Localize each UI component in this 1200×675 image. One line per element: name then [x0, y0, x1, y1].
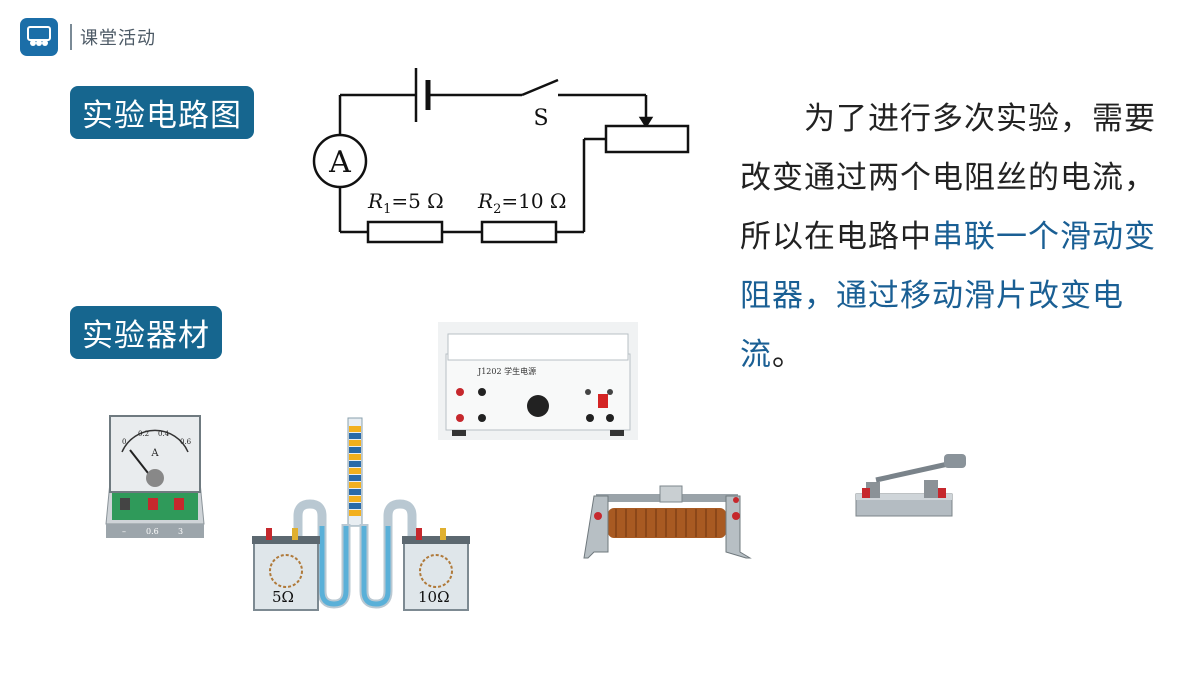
ammeter-device: A 0 0.2 0.4 0.6 – 0.6 3 — [105, 415, 205, 538]
ammeter-symbol: A — [328, 145, 351, 180]
container-left-label: 5Ω — [272, 588, 294, 606]
classroom-people-icon — [20, 18, 58, 56]
ammeter-letter: A — [150, 448, 159, 459]
section-title: 课堂活动 — [80, 28, 156, 49]
scale-tick: 0.2 — [138, 430, 149, 438]
switch-label: S — [533, 106, 548, 131]
student-power-supply: J1202 学生电源 — [438, 322, 638, 440]
tag-circuit-diagram: 实验电路图 — [70, 86, 254, 139]
r2-label: R2=10 Ω — [477, 189, 567, 217]
header: 课堂活动 — [20, 18, 156, 56]
para-part2: 。 — [772, 337, 804, 373]
power-supply-model: J1202 学生电源 — [477, 366, 536, 376]
scale-tick: 0.6 — [180, 438, 192, 446]
resistance-heat-apparatus: 5Ω 10Ω — [252, 417, 470, 611]
para-highlight: 串联一个滑动变阻器，通过移动滑片改变电流 — [740, 219, 1156, 373]
terminal-label: 3 — [178, 527, 183, 536]
container-right-label: 10Ω — [418, 588, 450, 606]
header-divider — [70, 24, 72, 50]
circuit-diagram: A S R1=5 Ω R2=10 Ω — [312, 68, 690, 244]
scale-tick: 0 — [122, 438, 126, 446]
r1-label: R1=5 Ω — [367, 189, 444, 217]
terminal-label: – — [122, 527, 126, 536]
knife-switch — [855, 454, 966, 517]
explanation-paragraph: 为了进行多次实验，需要改变通过两个电阻丝的电流，所以在电路中串联一个滑动变阻器，… — [740, 90, 1160, 385]
scale-tick: 0.4 — [158, 430, 170, 438]
terminal-label: 0.6 — [146, 527, 159, 536]
para-part1: 为了进行多次实验，需要改变通过两个电阻丝的电流，所以在电路中 — [740, 101, 1156, 255]
sliding-rheostat — [583, 485, 752, 559]
tag-equipment: 实验器材 — [70, 306, 222, 359]
